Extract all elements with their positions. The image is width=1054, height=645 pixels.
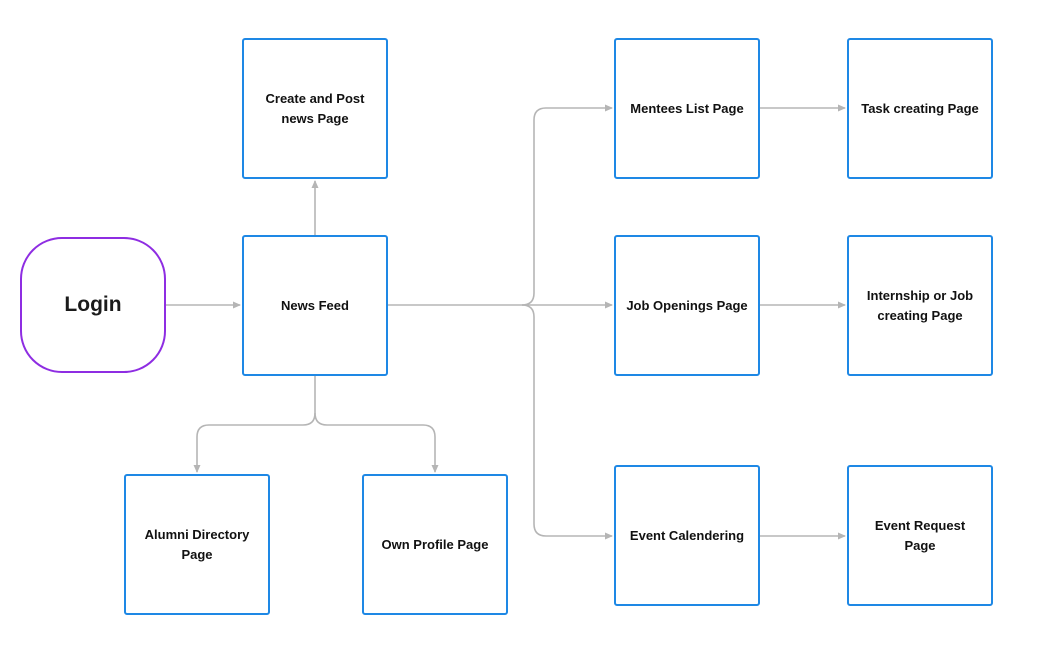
alumni-directory-page-label: Alumni Directory Page (144, 526, 250, 562)
mentees-list-page-label: Mentees List Page (630, 100, 744, 116)
create-post-page-label: Create and Post news Page (265, 90, 365, 126)
task-creating-page-label: Task creating Page (861, 100, 979, 116)
own-profile-page-label: Own Profile Page (381, 536, 489, 552)
login-node[interactable]: Login (20, 237, 166, 373)
edge-news-feed-to-alumni-directory (193, 376, 316, 473)
job-openings-page-node[interactable]: Job Openings Page (614, 235, 760, 376)
internship-creating-page-label: Internship or Job creating Page (866, 287, 974, 323)
edge-news-feed-to-event-calendering (521, 304, 613, 540)
event-request-page-node[interactable]: Event Request Page (847, 465, 993, 606)
mentees-list-page-node[interactable]: Mentees List Page (614, 38, 760, 179)
event-calendering-node[interactable]: Event Calendering (614, 465, 760, 606)
job-openings-page-label: Job Openings Page (626, 297, 748, 313)
news-feed-node[interactable]: News Feed (242, 235, 388, 376)
internship-creating-page-node[interactable]: Internship or Job creating Page (847, 235, 993, 376)
own-profile-page-node[interactable]: Own Profile Page (362, 474, 508, 615)
event-calendering-label: Event Calendering (629, 527, 745, 543)
edge-news-feed-to-own-profile (314, 412, 439, 473)
create-post-page-node[interactable]: Create and Post news Page (242, 38, 388, 179)
edge-news-feed-to-mentees-list (521, 104, 613, 306)
task-creating-page-node[interactable]: Task creating Page (847, 38, 993, 179)
event-request-page-label: Event Request Page (874, 517, 966, 553)
login-label: Login (64, 293, 122, 316)
news-feed-label: News Feed (281, 297, 349, 313)
alumni-directory-page-node[interactable]: Alumni Directory Page (124, 474, 270, 615)
